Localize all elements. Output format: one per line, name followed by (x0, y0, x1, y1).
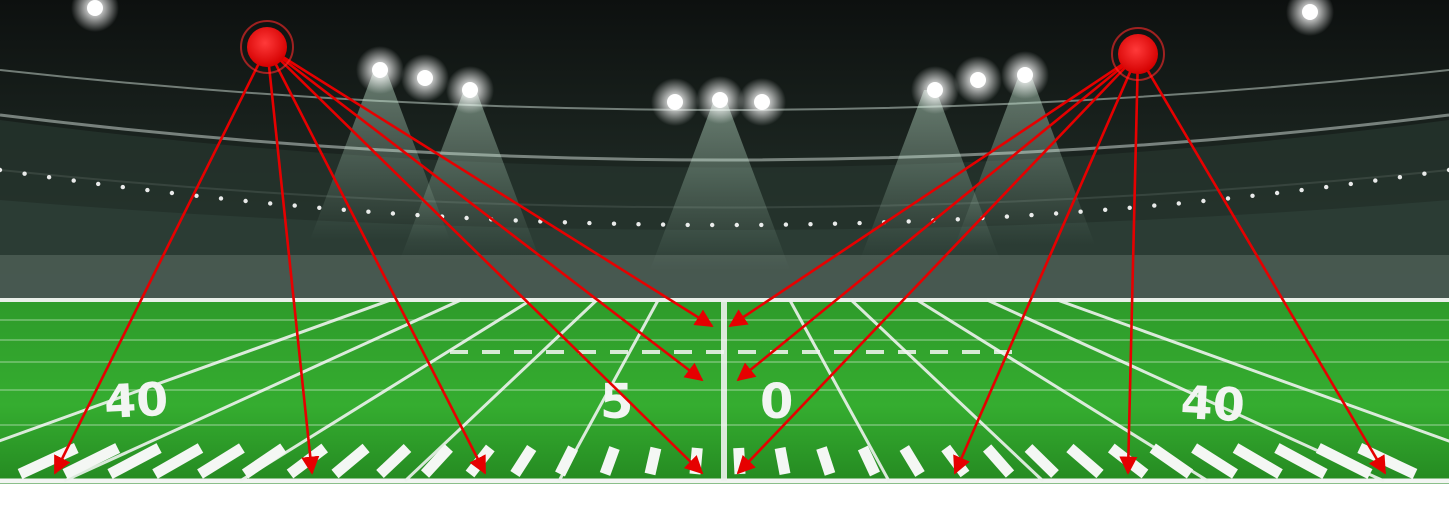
string-light (1103, 208, 1107, 212)
string-light (686, 223, 690, 227)
string-light (1324, 185, 1328, 189)
string-light (342, 208, 346, 212)
floodlight (462, 82, 478, 98)
string-light (1128, 206, 1132, 210)
string-light (956, 217, 960, 221)
bottom-margin (0, 484, 1449, 510)
string-light (145, 188, 149, 192)
string-light (907, 219, 911, 223)
string-light (219, 196, 223, 200)
string-light (636, 222, 640, 226)
string-light (366, 210, 370, 214)
string-light (268, 201, 272, 205)
string-light (1078, 210, 1082, 214)
string-light (47, 175, 51, 179)
string-light (72, 178, 76, 182)
light-source-left (247, 27, 287, 67)
hash-mark (780, 448, 785, 474)
light-source-right (1118, 34, 1158, 74)
string-light (415, 213, 419, 217)
string-light (22, 172, 26, 176)
string-light (710, 223, 714, 227)
floodlight (754, 94, 770, 110)
string-light (1398, 175, 1402, 179)
string-light (735, 223, 739, 227)
string-light (759, 223, 763, 227)
string-light (1201, 199, 1205, 203)
string-light (1029, 213, 1033, 217)
string-light (587, 221, 591, 225)
string-light (391, 211, 395, 215)
string-light (1373, 178, 1377, 182)
hash-mark (695, 448, 697, 474)
floodlight (667, 94, 683, 110)
string-light (1005, 214, 1009, 218)
string-light (857, 221, 861, 225)
string-light (661, 222, 665, 226)
string-light (1299, 188, 1303, 192)
string-light (1152, 203, 1156, 207)
string-light (243, 199, 247, 203)
string-light (514, 218, 518, 222)
hash-mark (650, 448, 656, 474)
string-light (1349, 182, 1353, 186)
string-light (293, 203, 297, 207)
string-light (1250, 194, 1254, 198)
floodlight (1017, 67, 1033, 83)
floodlight (87, 0, 103, 16)
string-light (96, 182, 100, 186)
floodlight (1302, 4, 1318, 20)
floodlight (372, 62, 388, 78)
string-light (808, 222, 812, 226)
floodlight (927, 82, 943, 98)
string-light (612, 222, 616, 226)
string-light (1054, 211, 1058, 215)
string-light (1226, 196, 1230, 200)
string-light (170, 191, 174, 195)
string-light (784, 222, 788, 226)
string-light (833, 222, 837, 226)
yard-number-right: 40 (1179, 375, 1246, 432)
string-light (1422, 172, 1426, 176)
yard-number-left: 40 (103, 372, 170, 429)
string-light (1177, 201, 1181, 205)
string-light (317, 206, 321, 210)
string-light (464, 216, 468, 220)
floodlight (712, 92, 728, 108)
string-light (121, 185, 125, 189)
string-light (563, 220, 567, 224)
haze (0, 255, 1449, 303)
string-light (1275, 191, 1279, 195)
floodlight (970, 72, 986, 88)
floodlight (417, 70, 433, 86)
